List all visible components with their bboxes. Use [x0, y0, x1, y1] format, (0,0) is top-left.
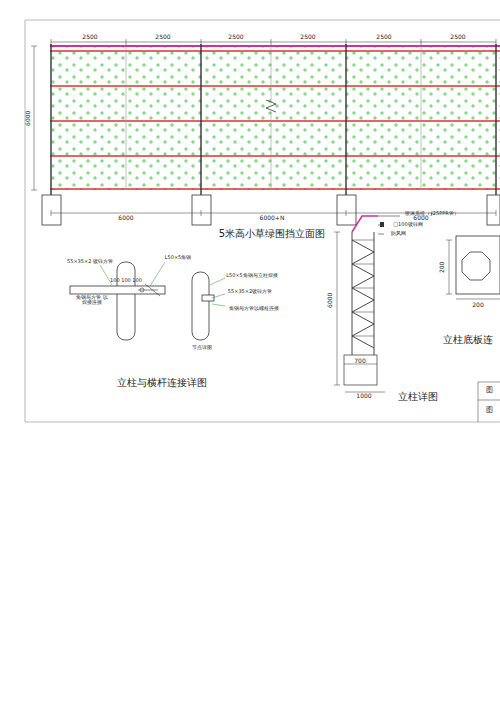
- note: 节点详图: [192, 345, 212, 351]
- title-block-cell: 图: [486, 387, 493, 395]
- dimension: 700: [354, 358, 365, 365]
- dimension: 100 100 100: [110, 278, 142, 284]
- dimension: 200: [440, 261, 447, 272]
- drawing-title: 5米高小草绿围挡立面图: [219, 228, 325, 239]
- dimension: 6000: [328, 292, 335, 307]
- dimension: 1000: [356, 393, 371, 400]
- dimension: 2500: [155, 34, 170, 41]
- part-note: 防风网: [391, 231, 406, 237]
- part-note: 55×35×2镀锌方管: [228, 289, 272, 295]
- part-note: L50×5角钢: [165, 255, 192, 261]
- dimension: 2500: [228, 34, 243, 41]
- title-block-cell: 图: [486, 407, 493, 415]
- part-note: 喷淋系统（∮25PPR管）: [405, 211, 458, 217]
- drawing-title: 立柱详图: [398, 391, 438, 402]
- dimension: 2500: [82, 34, 97, 41]
- note: 角钢与方管 以焊接连接: [74, 295, 110, 306]
- part-note: L50×5角钢与立柱焊接: [226, 273, 278, 279]
- drawing-title: 立柱与横杆连接详图: [117, 377, 207, 388]
- part-note: 55×35×2 镀锌方管: [67, 259, 113, 265]
- dimension: 6000: [26, 110, 33, 125]
- dimension: 6000: [118, 215, 133, 222]
- note: 角钢与方管以螺栓连接: [229, 306, 279, 312]
- dimension: 2500: [376, 34, 391, 41]
- part-note: □100镀锌网: [393, 222, 422, 228]
- dimension: 200: [472, 302, 483, 309]
- dimension: 2500: [300, 34, 315, 41]
- dimension: 2500: [450, 34, 465, 41]
- drawing-title: 立柱底板连: [443, 334, 493, 345]
- dimension: 6000+N: [260, 215, 285, 222]
